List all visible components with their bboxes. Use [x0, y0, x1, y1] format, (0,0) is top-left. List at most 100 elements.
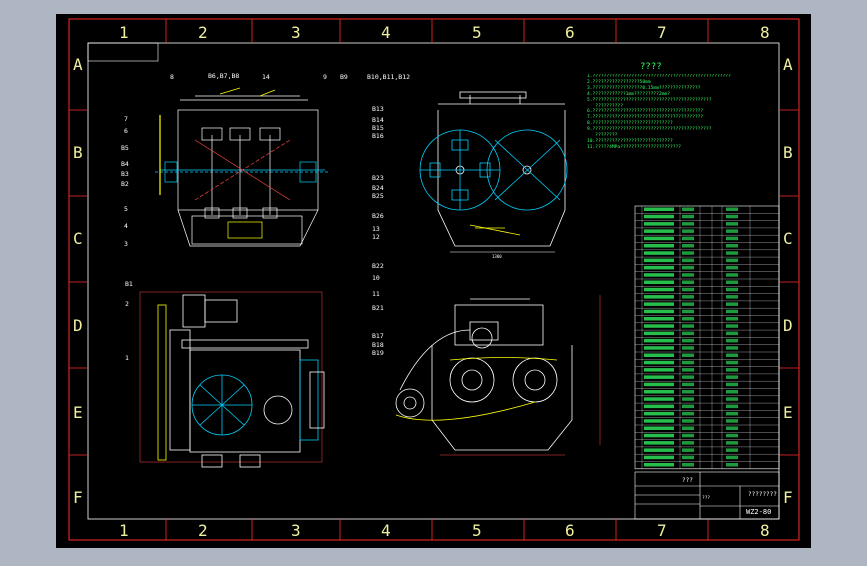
bom-cell-fill	[644, 287, 674, 292]
bom-cell-fill	[726, 426, 738, 430]
callout-top-left: 9	[323, 73, 327, 81]
callout-top-right: B14	[372, 116, 384, 124]
svg-text:1380: 1380	[492, 254, 502, 259]
bom-cell-fill	[644, 463, 674, 467]
title-cell-name: ????????	[748, 491, 777, 498]
bom-cell-fill	[644, 280, 674, 284]
bom-cell-fill	[644, 222, 674, 226]
bom-cell-fill	[644, 382, 674, 387]
callout-top-right: 13	[372, 225, 380, 233]
bom-cell-fill	[682, 375, 694, 379]
bom-cell-fill	[644, 324, 674, 328]
title-block	[634, 471, 780, 520]
zone-row-right: F	[783, 488, 793, 507]
bom-cell-fill	[726, 309, 738, 314]
bom-cell-fill	[682, 214, 694, 219]
bom-cell-fill	[644, 360, 674, 365]
bom-cell-fill	[644, 441, 674, 445]
zone-row-left: B	[73, 143, 83, 162]
bom-cell-fill	[726, 302, 738, 306]
bom-cell-fill	[726, 375, 738, 379]
bom-cell-fill	[682, 368, 694, 372]
bom-cell-fill	[726, 368, 738, 372]
bom-cell-fill	[682, 331, 694, 336]
bom-cell-fill	[682, 280, 694, 284]
zone-col-top: 8	[760, 23, 770, 42]
zone-row-right: D	[783, 316, 793, 335]
bom-cell-fill	[644, 455, 674, 460]
zone-row-left: F	[73, 488, 83, 507]
callout-top-left: 7	[124, 115, 128, 123]
bom-cell-fill	[644, 397, 674, 401]
callout-bottom-right: B21	[372, 304, 384, 312]
callout-top-left: B5	[121, 144, 129, 152]
bom-cell-fill	[682, 324, 694, 328]
drawing-number: WZ2-80	[746, 508, 772, 516]
callout-bottom-right: B22	[372, 262, 384, 270]
bom-cell-fill	[682, 433, 694, 438]
bom-cell-fill	[682, 251, 694, 255]
bom-cell-fill	[682, 317, 694, 321]
bom-cell-fill	[726, 258, 738, 263]
bom-cell-fill	[682, 273, 694, 277]
zone-row-right: C	[783, 229, 793, 248]
bom-cell-fill	[644, 244, 674, 248]
bom-cell-fill	[644, 390, 674, 394]
bom-cell-fill	[682, 441, 694, 445]
bom-cell-fill	[726, 273, 738, 277]
callout-bottom-left: 1	[125, 354, 129, 362]
callout-bottom-right: 11	[372, 290, 380, 298]
callout-top-left: 8	[170, 73, 174, 81]
zone-col-top: 3	[291, 23, 301, 42]
bom-cell-fill	[682, 287, 694, 292]
callout-bottom-right: B19	[372, 349, 384, 357]
bom-cell-fill	[726, 229, 738, 233]
bom-cell-fill	[726, 433, 738, 438]
zone-col-top: 5	[472, 23, 482, 42]
parts-list-table	[634, 205, 780, 470]
bom-cell-fill	[682, 360, 694, 365]
bom-cell-fill	[726, 455, 738, 460]
zone-col-bottom: 7	[657, 521, 667, 540]
callout-bottom-left: 2	[125, 300, 129, 308]
callout-top-left: B3	[121, 170, 129, 178]
corner-box	[87, 42, 159, 62]
bom-cell-fill	[682, 463, 694, 467]
bom-cell-fill	[682, 448, 694, 452]
bom-cell-fill	[682, 302, 694, 306]
bom-cell-fill	[644, 353, 674, 357]
bom-cell-fill	[726, 317, 738, 321]
bom-cell-fill	[682, 390, 694, 394]
bom-cell-fill	[644, 214, 674, 219]
bom-cell-fill	[644, 368, 674, 372]
bom-cell-fill	[682, 229, 694, 233]
zone-col-bottom: 6	[565, 521, 575, 540]
bom-cell-fill	[682, 265, 694, 270]
callout-top-right: B23	[372, 174, 384, 182]
bom-cell-fill	[644, 309, 674, 314]
zone-col-top: 4	[381, 23, 391, 42]
bom-cell-fill	[682, 295, 694, 299]
bom-cell-fill	[682, 397, 694, 401]
bom-cell-fill	[682, 455, 694, 460]
bom-cell-fill	[682, 222, 694, 226]
bom-cell-fill	[644, 265, 674, 270]
zone-col-bottom: 1	[119, 521, 129, 540]
callout-top-left: 3	[124, 240, 128, 248]
bom-cell-fill	[644, 426, 674, 430]
bom-cell-fill	[726, 404, 738, 409]
callout-top-right: B15	[372, 124, 384, 132]
callout-top-right: B16	[372, 132, 384, 140]
bom-cell-fill	[682, 309, 694, 314]
bom-cell-fill	[682, 207, 694, 211]
bom-cell-fill	[644, 302, 674, 306]
callout-bottom-right: B17	[372, 332, 384, 340]
bom-cell-fill	[726, 324, 738, 328]
bom-cell-fill	[644, 411, 674, 416]
bom-cell-fill	[682, 346, 694, 350]
bom-cell-fill	[644, 273, 674, 277]
bom-cell-fill	[644, 295, 674, 299]
bom-cell-fill	[644, 419, 674, 423]
zone-row-left: E	[73, 403, 83, 422]
